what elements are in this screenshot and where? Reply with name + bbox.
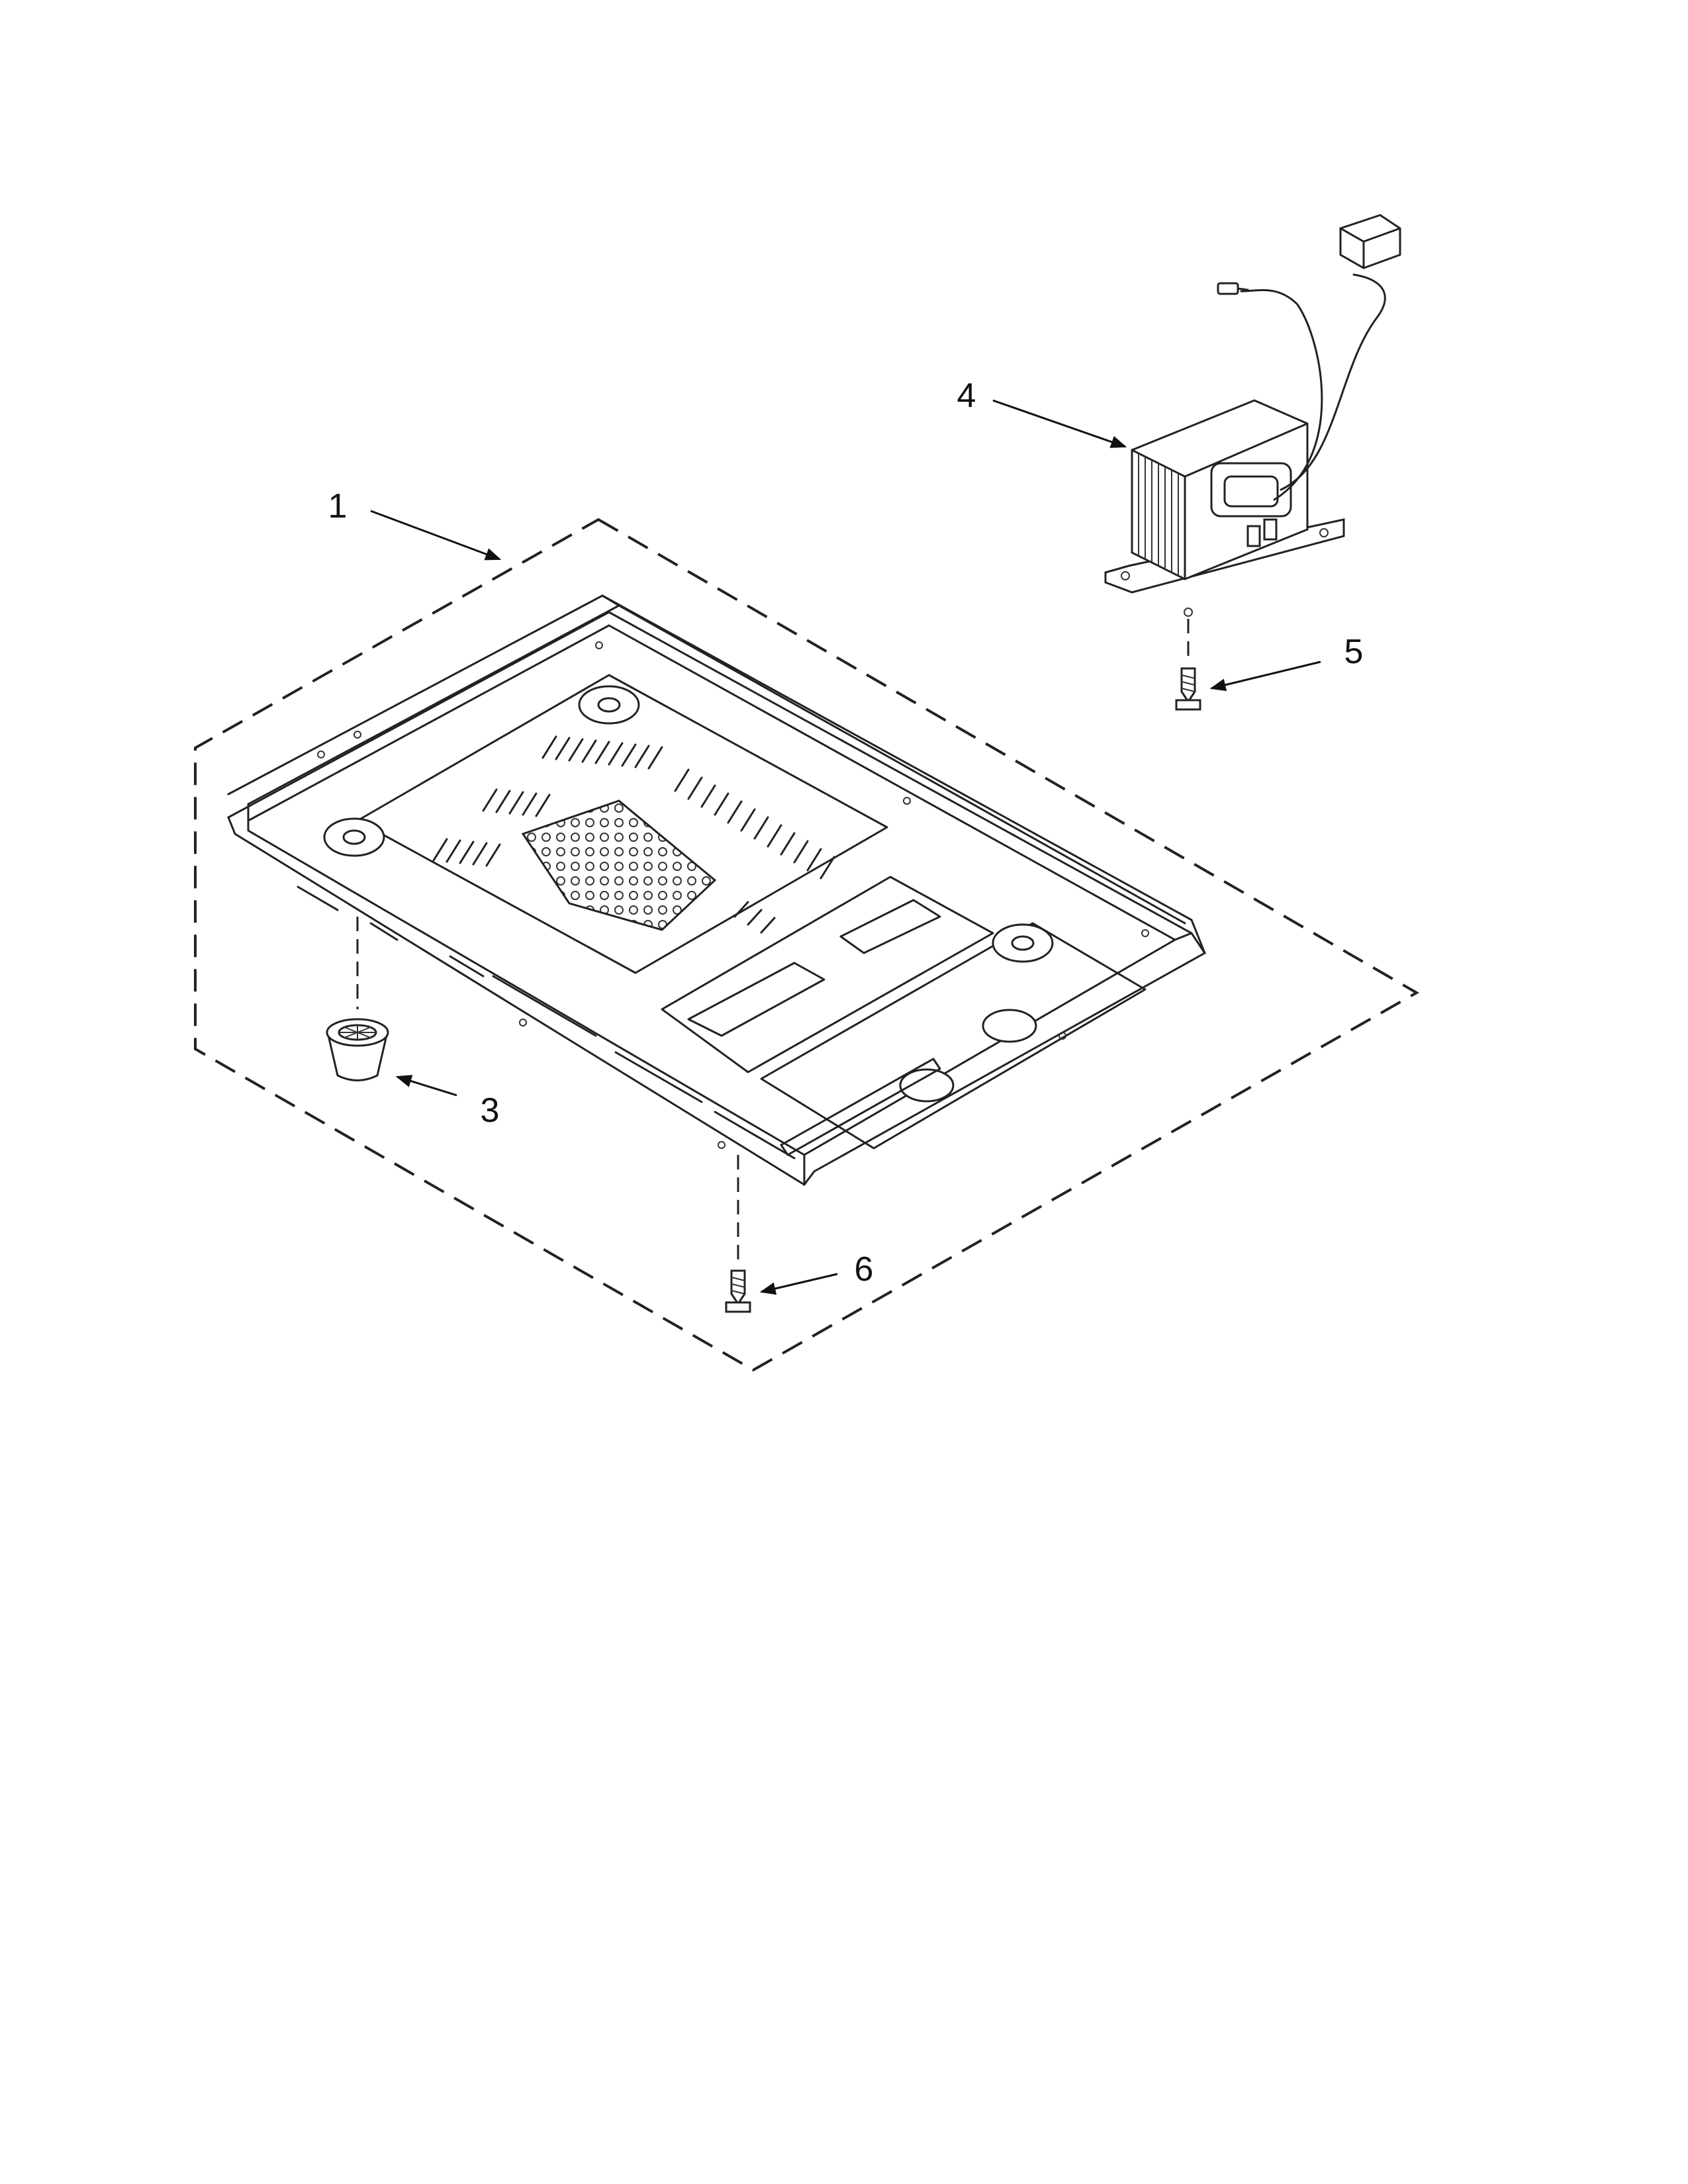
- leader-1: [370, 510, 502, 561]
- wire-terminal: [1217, 282, 1249, 295]
- vent-perforation: [521, 799, 717, 931]
- callout-3: 3: [481, 1091, 500, 1130]
- base-plate: [227, 594, 1207, 1186]
- callout-1: 1: [328, 487, 348, 525]
- leader-6: [759, 1273, 838, 1295]
- mounting-bosses: [323, 685, 1054, 1103]
- callout-6: 6: [855, 1250, 874, 1289]
- callout-5: 5: [1344, 633, 1364, 671]
- rivets: [317, 641, 1149, 1149]
- foot: [326, 1018, 389, 1081]
- screw-5: [1175, 667, 1201, 711]
- leader-5: [1209, 660, 1321, 692]
- transformer: [1104, 214, 1401, 617]
- wire-connector: [1339, 214, 1401, 269]
- callout-4: 4: [957, 377, 976, 415]
- vent-slots: [432, 735, 835, 934]
- leader-4: [992, 399, 1127, 448]
- screw-6: [725, 1269, 751, 1313]
- leader-3: [395, 1075, 457, 1097]
- assembly-boundary: [194, 518, 1420, 1372]
